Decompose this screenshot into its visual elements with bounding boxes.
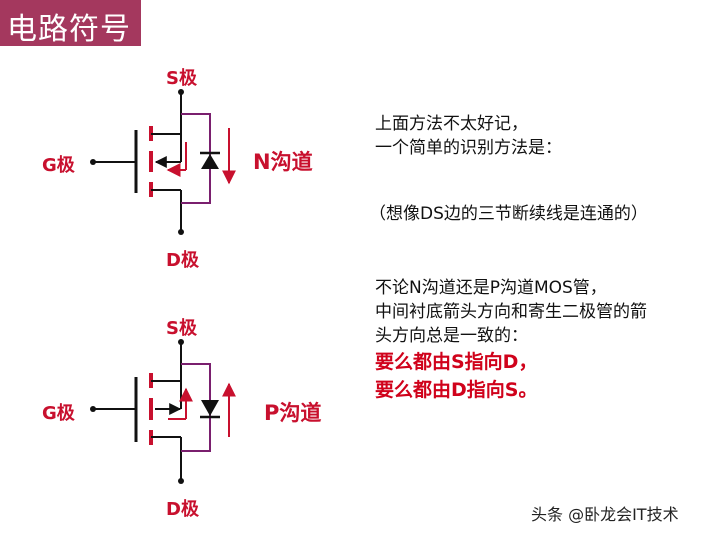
n-diode-icon xyxy=(201,154,219,169)
n-source-label: S极 xyxy=(166,68,197,89)
p-channel-label: P沟道 xyxy=(264,401,322,425)
p-gate-label: G极 xyxy=(42,403,75,424)
p-channel-mosfet-symbol xyxy=(90,339,236,484)
slide-title: 电路符号 xyxy=(7,12,131,47)
n-drain-label: D极 xyxy=(166,250,199,271)
n-channel-mosfet-symbol xyxy=(90,89,236,235)
highlight-line-1: 要么都由S指向D， xyxy=(375,351,538,373)
p-drain-terminal xyxy=(178,478,184,484)
highlight-line-2: 要么都由D指向S。 xyxy=(375,379,538,401)
text-line-1: 上面方法不太好记， xyxy=(375,114,528,134)
n-channel-label: N沟道 xyxy=(253,150,313,174)
text-line-2: 一个简单的识别方法是： xyxy=(375,138,562,158)
footer-watermark: 头条 @卧龙会IT技术 xyxy=(531,505,679,524)
text-line-3: （想像DS边的三节断续线是连通的） xyxy=(369,204,648,224)
p-diode-icon xyxy=(201,400,219,416)
n-drain-terminal xyxy=(178,229,184,235)
p-drain-label: D极 xyxy=(166,499,199,520)
text-line-4: 不论N沟道还是P沟道MOS管， xyxy=(375,278,607,298)
text-line-5: 中间衬底箭头方向和寄生二极管的箭 xyxy=(375,302,647,322)
title-banner xyxy=(0,0,141,46)
text-line-6: 头方向总是一致的： xyxy=(375,326,528,346)
p-source-label: S极 xyxy=(166,318,197,339)
n-gate-label: G极 xyxy=(42,155,75,176)
